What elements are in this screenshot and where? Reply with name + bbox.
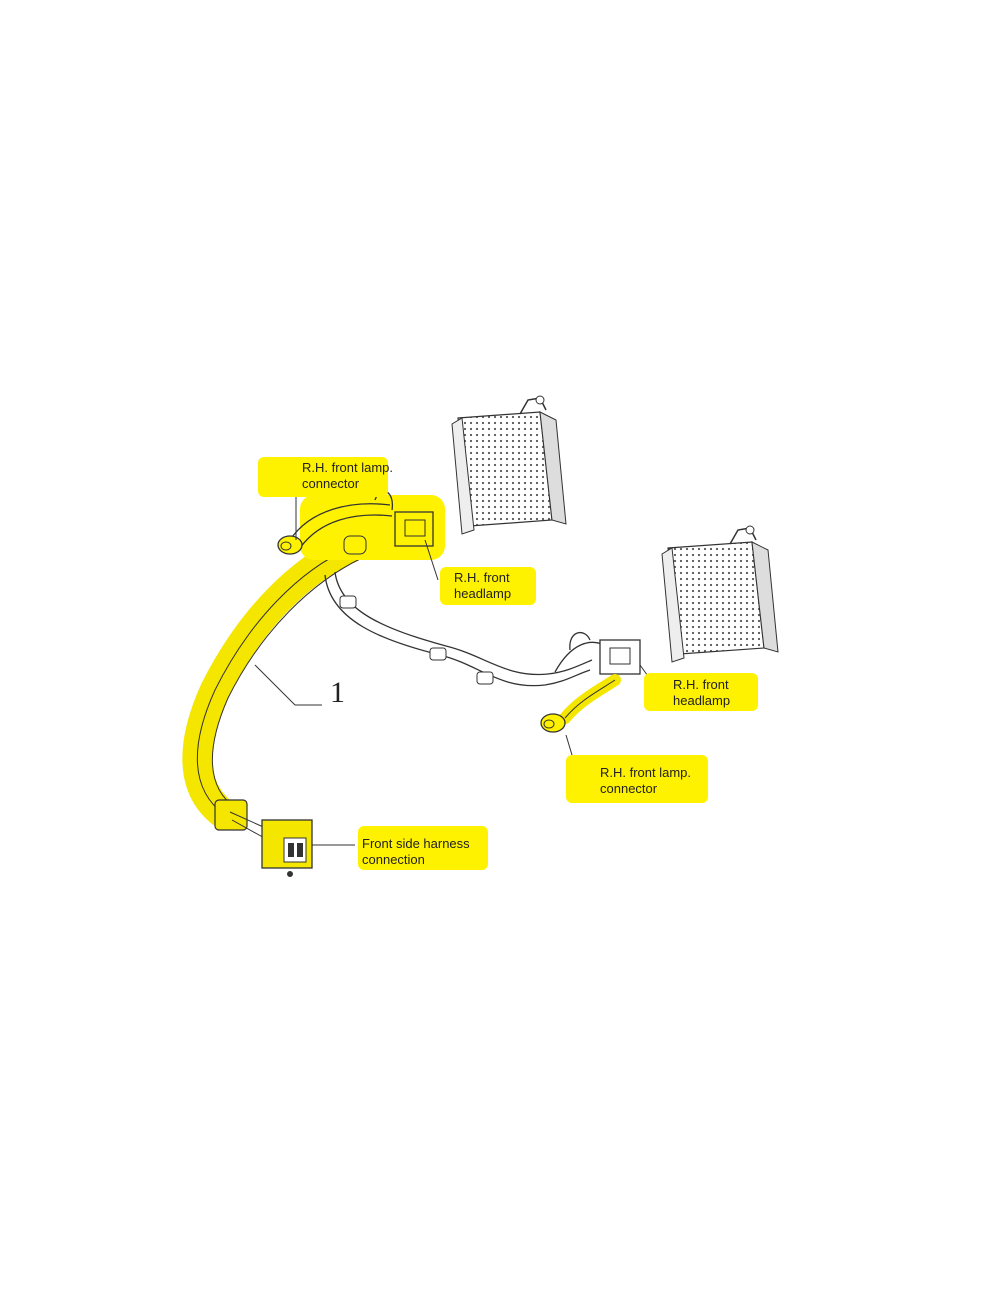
highlight-rh-lamp-connector-bottom [566, 755, 708, 803]
main-harness [182, 533, 365, 830]
label-rh-headlamp-right: R.H. front headlamp [673, 677, 731, 708]
label-rh-lamp-connector-bottom: R.H. front lamp. connector [600, 765, 692, 796]
label-rh-lamp-connector-top: R.H. front lamp. connector [302, 460, 394, 491]
secondary-harness [324, 571, 593, 687]
label-rh-headlamp-top: R.H. front headlamp [454, 570, 512, 601]
top-connector-cluster [277, 490, 445, 560]
highlight-rh-headlamp-right [644, 673, 758, 711]
part-number-callout: 1 [330, 676, 345, 709]
highlight-rh-headlamp-top [440, 567, 536, 605]
bottom-connector [214, 799, 313, 877]
highlight-rh-lamp-connector-top [258, 457, 388, 497]
headlamp-top [451, 395, 567, 535]
label-front-side-harness: Front side harness connection [362, 836, 470, 867]
right-connector-cluster [540, 631, 641, 733]
headlamp-right [661, 525, 779, 663]
highlight-front-side-harness [358, 826, 488, 870]
